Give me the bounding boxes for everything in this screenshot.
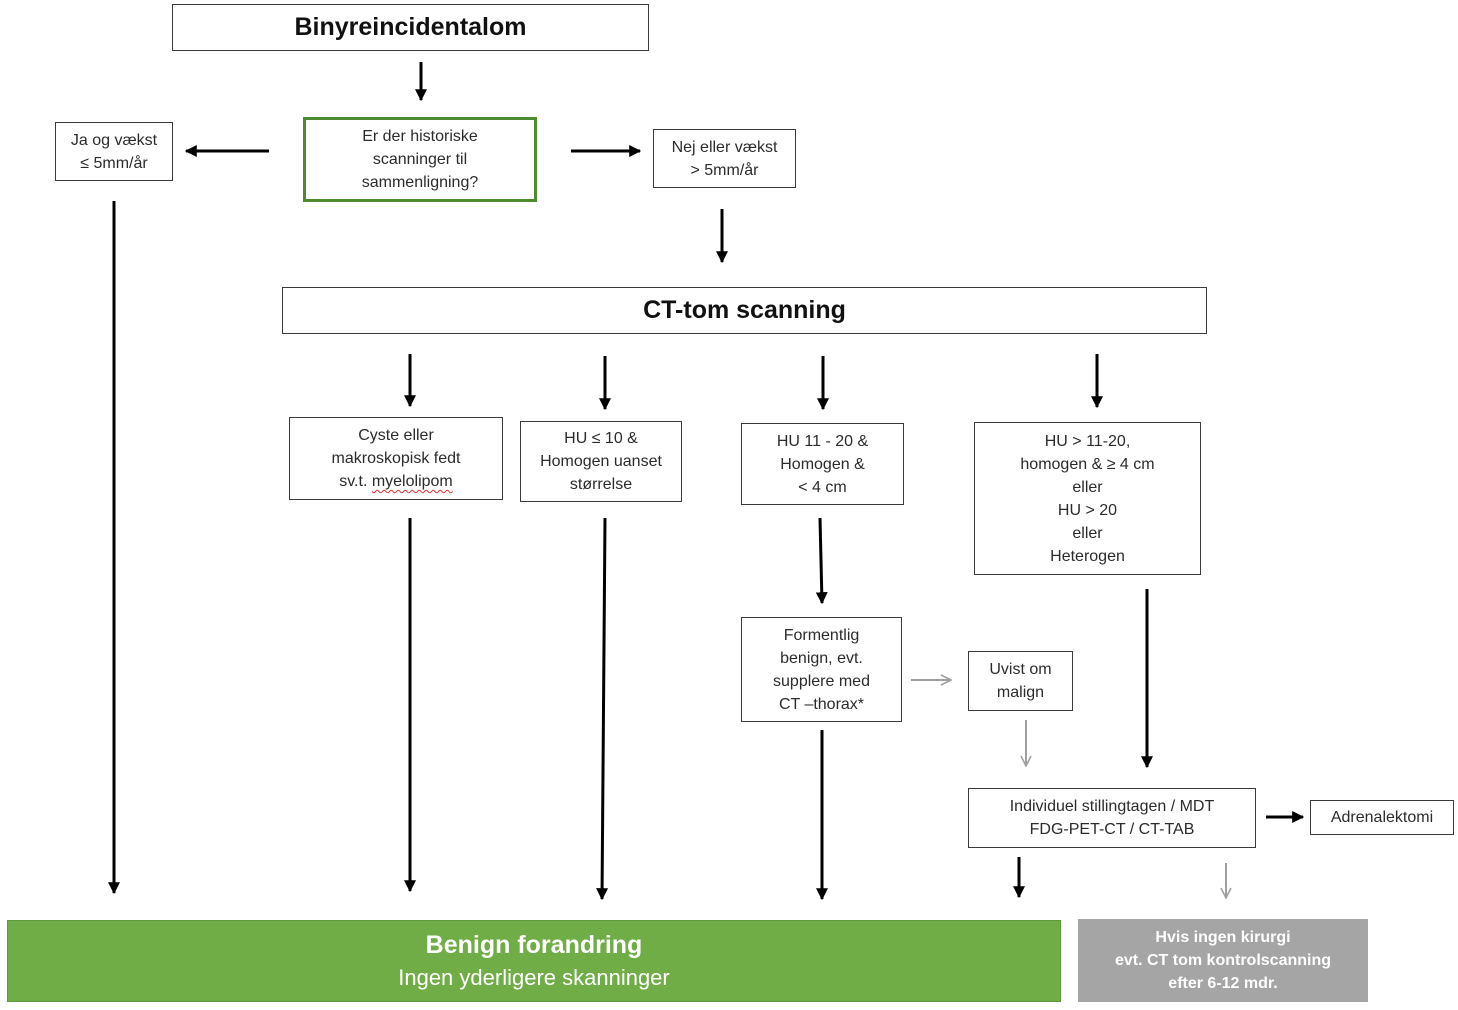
adrenalectomy-box: Adrenalektomi [1310, 800, 1454, 835]
hu-high-box: HU > 11-20, homogen & ≥ 4 cm eller HU > … [974, 422, 1201, 575]
arrow-hu-low-to-benign [596, 517, 609, 901]
ct-scan-title: CT-tom scanning [643, 296, 846, 324]
benign-result-subtitle: Ingen yderligere skanninger [398, 965, 670, 990]
hu-mid-line: HU 11 - 20 & [776, 432, 869, 450]
yes-line: ≤ 5mm/år [80, 154, 148, 172]
hu-low-box: HU ≤ 10 & Homogen uanset størrelse [520, 421, 682, 502]
cyst-prefix: sv.t. [339, 473, 372, 490]
probably-benign-line: Formentlig [783, 626, 860, 644]
hu-high-line: Heterogen [1050, 547, 1125, 565]
probably-benign-box: Formentlig benign, evt. supplere med CT … [741, 617, 902, 722]
hu-mid-line: < 4 cm [798, 478, 847, 496]
myelolipom-word: myelolipom [371, 473, 453, 490]
hu-low-line: Homogen uanset [540, 453, 662, 470]
probably-benign-line: benign, evt. [780, 649, 863, 667]
cyst-line: sv.t. myelolipom [339, 470, 453, 493]
adrenalectomy-label: Adrenalektomi [1330, 809, 1434, 826]
hu-mid-line: Homogen & [780, 455, 865, 473]
question-line: scanninger til [372, 151, 468, 168]
probably-benign-line: supplere med [773, 672, 870, 690]
benign-result-title: Benign forandring [425, 931, 643, 959]
no-surgery-line: evt. CT tom kontrolscanning [1114, 952, 1331, 969]
hu-mid-box: HU 11 - 20 & Homogen & < 4 cm [741, 423, 904, 505]
no-line: > 5mm/år [690, 161, 759, 179]
individual-mdt-box: Individuel stillingtagen / MDT FDG-PET-C… [968, 788, 1256, 848]
uncertain-line: Uvist om [989, 661, 1052, 678]
cyst-box: Cyste eller makroskopisk fedt sv.t. myel… [289, 417, 503, 500]
individual-line: Individuel stillingtagen / MDT [1009, 798, 1215, 815]
title: Binyreincidentalom [294, 13, 527, 41]
yes-line: Ja og vækst [70, 131, 158, 149]
hu-high-line: homogen & ≥ 4 cm [1020, 455, 1155, 473]
no-surgery-line: Hvis ingen kirurgi [1155, 929, 1291, 946]
hu-high-line: HU > 20 [1057, 501, 1118, 519]
probably-benign-line: CT –thorax* [778, 695, 865, 713]
hu-high-line: HU > 11-20, [1044, 432, 1131, 450]
hu-low-line: størrelse [569, 476, 633, 493]
ct-scan-box: CT-tom scanning [282, 287, 1207, 334]
hu-high-line: eller [1072, 524, 1103, 542]
cyst-line: Cyste eller [358, 427, 434, 444]
yes-growth-box: Ja og vækst ≤ 5mm/år [55, 122, 173, 181]
no-growth-box: Nej eller vækst > 5mm/år [653, 129, 796, 188]
cyst-line: makroskopisk fedt [331, 450, 461, 467]
hu-low-line: HU ≤ 10 & [564, 430, 638, 447]
question-line: sammenligning? [361, 174, 479, 191]
no-line: Nej eller vækst [671, 138, 778, 156]
benign-result-box: Benign forandring Ingen yderligere skann… [7, 920, 1061, 1002]
arrow-hu-mid-to-probably-benign [815, 517, 828, 605]
no-surgery-box: Hvis ingen kirurgi evt. CT tom kontrolsc… [1078, 919, 1368, 1002]
question-box: Er der historiske scanninger til sammenl… [303, 117, 537, 202]
question-line: Er der historiske [362, 128, 478, 145]
uncertain-line: malign [996, 684, 1045, 701]
title-box: Binyreincidentalom [172, 4, 649, 51]
no-surgery-line: efter 6-12 mdr. [1168, 975, 1278, 992]
uncertain-malign-box: Uvist om malign [968, 651, 1073, 711]
hu-high-line: eller [1072, 478, 1103, 496]
individual-line: FDG-PET-CT / CT-TAB [1029, 821, 1195, 838]
